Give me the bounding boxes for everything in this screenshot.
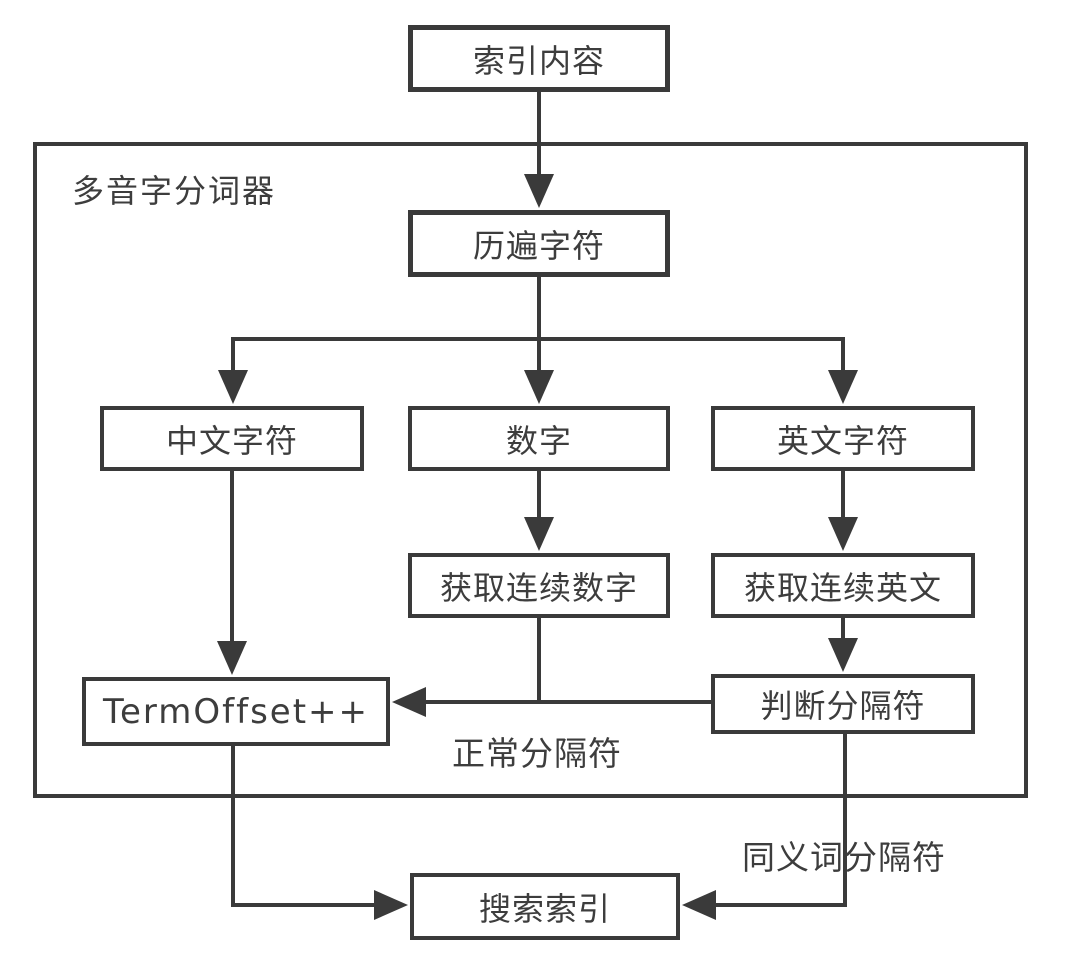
node-english-chars: 英文字符 bbox=[711, 406, 975, 471]
node-get-consecutive-digits: 获取连续数字 bbox=[408, 553, 670, 618]
node-chinese-chars: 中文字符 bbox=[100, 406, 364, 471]
node-search-index: 搜索索引 bbox=[410, 873, 680, 940]
node-judge-separator: 判断分隔符 bbox=[711, 674, 975, 734]
node-iterate-chars: 历遍字符 bbox=[408, 210, 670, 277]
edge-label-synonym-separator: 同义词分隔符 bbox=[742, 838, 946, 877]
tokenizer-container-label: 多音字分词器 bbox=[72, 172, 277, 210]
node-digits: 数字 bbox=[408, 406, 670, 471]
edge-label-normal-separator: 正常分隔符 bbox=[452, 734, 622, 773]
node-term-offset: TermOffset++ bbox=[82, 677, 390, 746]
tokenizer-container-box bbox=[33, 142, 1028, 798]
node-index-content: 索引内容 bbox=[408, 25, 670, 92]
node-get-consecutive-english: 获取连续英文 bbox=[711, 553, 975, 618]
